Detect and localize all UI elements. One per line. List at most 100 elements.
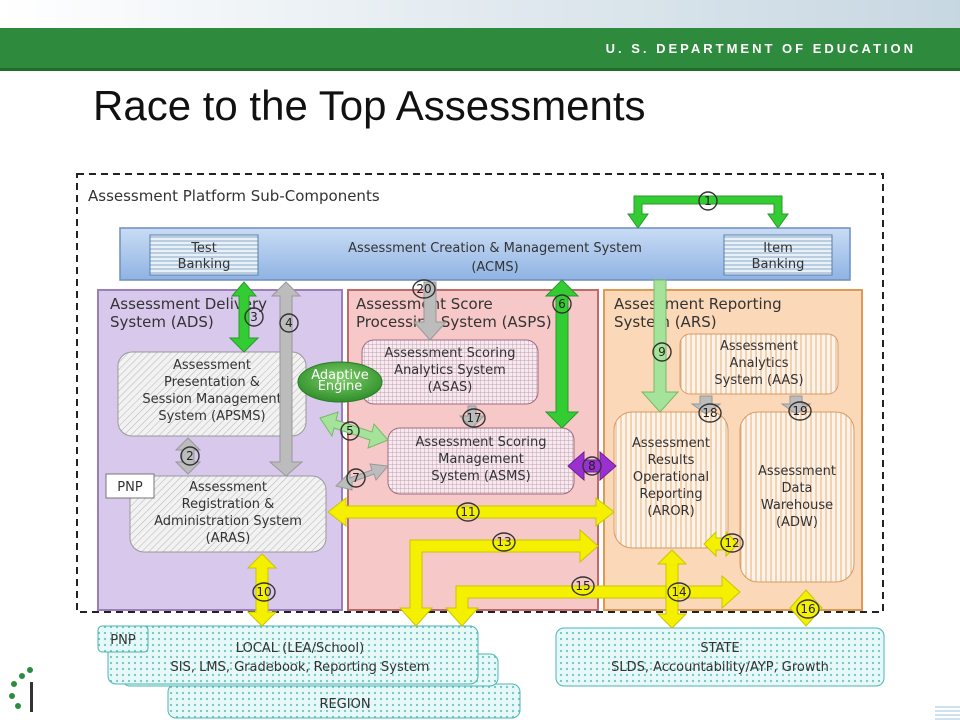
flow-number-20: 20	[416, 282, 431, 296]
flow-badge-17: 17	[462, 408, 486, 428]
ads-title-line2: System (ADS)	[110, 313, 214, 331]
item-banking-line2: Banking	[752, 257, 805, 272]
pnp-label: PNP	[117, 480, 143, 495]
aas-line3: System (AAS)	[714, 373, 803, 388]
flow-badge-7: 7	[346, 468, 366, 488]
flow-number-3: 3	[250, 310, 258, 324]
region-label: REGION	[319, 697, 370, 712]
flow-number-15: 15	[575, 579, 590, 593]
flow-badge-12: 12	[720, 533, 744, 553]
flow-arrow-6	[544, 279, 580, 429]
pnp-box	[105, 473, 155, 499]
flow-badge-20: 20	[412, 279, 436, 299]
test-banking-line1: Test	[190, 241, 217, 256]
flow-number-13: 13	[496, 535, 511, 549]
top-gradient-band	[0, 0, 960, 28]
flow-number-11: 11	[460, 505, 475, 519]
adw-line2: Data	[781, 481, 812, 496]
ads-title-line1: Assessment Delivery	[110, 295, 267, 313]
flow-arrow-20	[412, 281, 448, 341]
flow-badge-3: 3	[244, 307, 264, 327]
flow-badge-5: 5	[340, 421, 360, 441]
aras-line1: Assessment	[189, 480, 267, 495]
flow-number-8: 8	[588, 459, 596, 473]
asps-title-line2: Processing System (ASPS)	[356, 313, 552, 331]
local-line2: SIS, LMS, Gradebook, Reporting System	[171, 660, 430, 675]
aror-line1: Assessment	[632, 436, 710, 451]
flow-number-7: 7	[352, 471, 360, 485]
flow-arrow-8	[567, 450, 617, 482]
adaptive-line2: Engine	[318, 379, 363, 394]
aror-line2: Results	[648, 453, 695, 468]
flow-arrow-13	[398, 528, 599, 627]
test-banking-line2: Banking	[178, 257, 231, 272]
aror-line3: Operational	[633, 470, 709, 485]
flow-badge-11: 11	[456, 502, 480, 522]
asas-line3: (ASAS)	[428, 380, 473, 395]
slide-title: Race to the Top Assessments	[93, 82, 646, 129]
adw-box	[739, 411, 855, 583]
flow-badge-4: 4	[279, 313, 299, 333]
adaptive-engine	[297, 361, 383, 403]
flow-arrow-17	[458, 405, 486, 429]
flow-number-12: 12	[724, 536, 739, 550]
aror-line4: Reporting	[639, 487, 702, 502]
apsms-line3: Session Management	[142, 392, 281, 407]
aras-line3: Administration System	[154, 514, 302, 529]
item-banking-box	[723, 234, 833, 276]
aas-line2: Analytics	[729, 356, 788, 371]
aas-box	[679, 333, 839, 395]
platform-frame	[76, 173, 884, 613]
flow-arrow-5	[319, 411, 389, 449]
apsms-line4: System (APSMS)	[158, 409, 265, 424]
flow-number-14: 14	[671, 585, 686, 599]
ars-title-line1: Assessment Reporting	[614, 295, 782, 313]
flow-number-9: 9	[658, 345, 666, 359]
flow-badge-14: 14	[667, 582, 691, 602]
aras-line4: (ARAS)	[206, 531, 251, 546]
flow-number-19: 19	[792, 404, 807, 418]
flow-arrow-3	[228, 281, 260, 353]
aras-box	[129, 475, 327, 553]
adw-line4: (ADW)	[776, 515, 818, 530]
test-banking-box	[149, 234, 259, 276]
flow-badge-9: 9	[652, 342, 672, 362]
flow-badge-18: 18	[698, 403, 722, 423]
flow-number-18: 18	[702, 406, 717, 420]
acms-line1: Assessment Creation & Management System	[348, 241, 642, 256]
flow-number-17: 17	[466, 411, 481, 425]
adaptive-line1: Adaptive	[311, 368, 369, 383]
flow-arrow-4	[268, 281, 304, 477]
aras-line2: Registration &	[182, 497, 275, 512]
flow-arrow-14	[656, 549, 688, 629]
flow-arrow-10	[246, 553, 278, 627]
asas-line2: Analytics System	[394, 363, 506, 378]
flow-badge-16: 16	[796, 599, 820, 619]
asms-line2: Management	[438, 452, 524, 467]
state-line2: SLDS, Accountability/AYP, Growth	[611, 660, 829, 675]
department-name: U. S. DEPARTMENT OF EDUCATION	[605, 41, 916, 56]
flow-number-1: 1	[704, 194, 712, 208]
adw-line1: Assessment	[758, 464, 836, 479]
flow-badge-2: 2	[180, 446, 200, 466]
local-pnp-label: PNP	[110, 633, 136, 648]
flow-number-4: 4	[285, 316, 293, 330]
acms-line2: (ACMS)	[471, 260, 518, 275]
apsms-line1: Assessment	[173, 358, 251, 373]
corner-decoration	[935, 706, 960, 720]
flow-badge-8: 8	[582, 456, 602, 476]
adw-line3: Warehouse	[761, 498, 833, 513]
asas-line1: Assessment Scoring	[385, 346, 516, 361]
flow-badge-15: 15	[571, 576, 595, 596]
flow-badge-13: 13	[492, 532, 516, 552]
state-box	[555, 627, 885, 687]
flow-badge-6: 6	[552, 294, 572, 314]
flow-number-16: 16	[800, 602, 815, 616]
flow-number-10: 10	[256, 585, 271, 599]
header-bar	[0, 28, 960, 71]
apsms-line2: Presentation &	[164, 375, 260, 390]
frame-title: Assessment Platform Sub-Components	[88, 187, 380, 205]
flow-number-5: 5	[346, 424, 354, 438]
